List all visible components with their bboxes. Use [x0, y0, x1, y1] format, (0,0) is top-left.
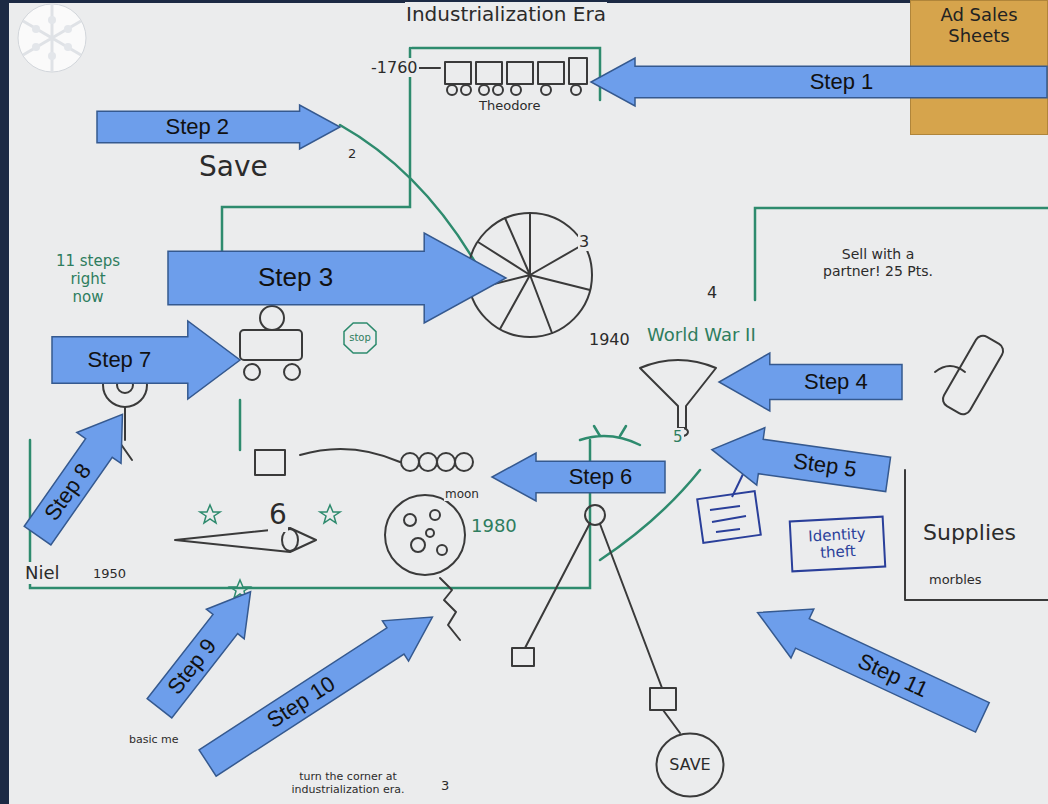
handwritten-label: 1940 [588, 330, 631, 349]
step-label: Step 3 [258, 263, 333, 293]
handwritten-label: World War II [646, 324, 757, 346]
region-lines [30, 48, 1048, 588]
step-arrow: Step 6 [491, 452, 666, 502]
save-circle: SAVE [655, 732, 725, 798]
node-label: Identity theft [797, 525, 879, 564]
step-label: Step 6 [569, 464, 633, 489]
handwritten-label: 3 [578, 232, 590, 251]
handwritten-label: 4 [706, 283, 718, 302]
handwritten-label: Sell with a partner! 25 Pts. [812, 246, 944, 280]
handwritten-label: turn the corner at industrialization era… [262, 770, 434, 796]
handwritten-label: Theodore [478, 98, 541, 114]
step-arrow: Step 2 [96, 104, 341, 150]
node-label: Ad Sales Sheets [920, 5, 1038, 46]
step-label: Step 2 [165, 114, 229, 139]
handwritten-label: 5 [672, 428, 684, 446]
step-arrow: Step 1 [590, 57, 1048, 107]
marker-box: Identity theft [789, 516, 887, 573]
handwritten-label: 2 [347, 146, 357, 162]
handwritten-label: 1950 [92, 566, 127, 582]
step-arrow: Step 3 [167, 232, 507, 324]
handwritten-label: 3 [440, 778, 450, 794]
handwritten-label: 1980 [470, 515, 518, 537]
handwritten-label: basic me [128, 733, 180, 746]
handwritten-label: Supplies [922, 520, 1017, 546]
node-label: SAVE [669, 756, 710, 774]
node-label: stop [349, 332, 371, 344]
paper-snowflake [18, 4, 86, 72]
sketches [103, 58, 1048, 733]
handwritten-label: 11 steps right now [52, 252, 124, 306]
handwritten-label: morbles [928, 572, 983, 588]
step-label: Step 4 [804, 369, 868, 394]
handwritten-label: Save [198, 150, 269, 184]
step-label: Step 7 [88, 347, 152, 372]
handwritten-label: moon [444, 487, 480, 501]
step-arrow: Step 4 [718, 352, 903, 412]
handwritten-label: -1760 [370, 58, 419, 77]
stop-sign: stop [343, 322, 377, 354]
handwritten-label: Industrialization Era [405, 2, 607, 26]
step-arrow: Step 7 [51, 320, 241, 400]
handwritten-label: Niel [24, 562, 61, 584]
handwritten-label: 6 [268, 498, 288, 532]
step-label: Step 1 [810, 69, 874, 94]
node-outline [167, 232, 507, 324]
